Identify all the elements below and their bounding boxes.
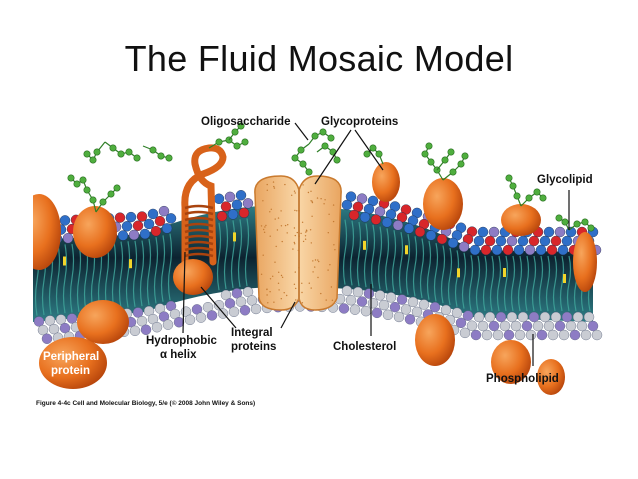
label-glycoproteins: Glycoproteins [321,116,398,128]
bottom-protein-1 [415,314,455,366]
label-alpha-helix: α helix [160,349,197,361]
label-peripheral-2: protein [51,365,90,377]
label-peripheral-1: Peripheral [43,351,99,363]
bottom-protein-2 [491,340,531,384]
surface-protein-left [73,206,117,258]
glycoprotein-far [423,178,463,230]
peripheral-protein [39,337,107,389]
glycoprotein-right [372,162,400,202]
glycolipid-protein [501,204,541,236]
oligosaccharide-chains [67,122,595,232]
label-phospholipid: Phospholipid [486,373,559,385]
membrane-figure: Oligosaccharide Glycoproteins Glycolipid… [33,112,609,409]
integral-channel-protein [254,175,342,311]
label-cholesterol: Cholesterol [333,341,396,353]
label-integral-1: Integral [231,327,273,339]
label-hydrophobic: Hydrophobic [146,335,218,347]
label-glycolipid: Glycolipid [537,174,593,186]
cholesterol-molecules [63,232,566,283]
leader-lines [182,122,570,366]
peripheral-protein-lobe [77,300,129,344]
label-integral-2: proteins [231,341,276,353]
slide-title: The Fluid Mosaic Model [124,38,514,79]
figure-caption: Figure 4-4c Cell and Molecular Biology, … [36,399,255,407]
edge-protein-right [573,232,597,292]
label-oligosaccharide: Oligosaccharide [201,116,290,128]
alpha-helix-protein [173,144,227,295]
edge-protein-left [33,194,61,270]
bottom-protein-3 [537,359,565,395]
